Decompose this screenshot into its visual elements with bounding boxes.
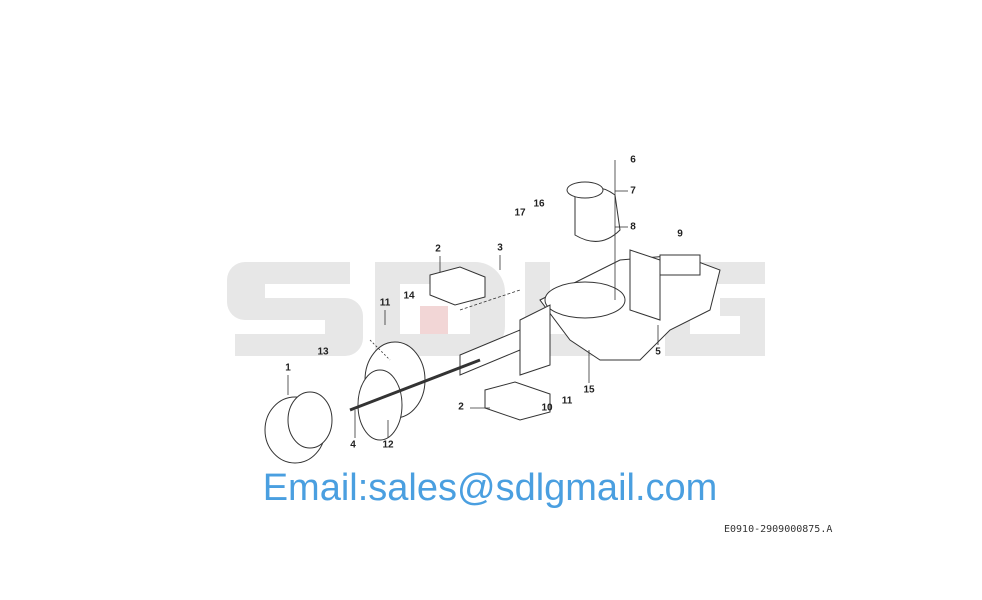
callout-6: 6 xyxy=(630,154,636,166)
callout-14: 14 xyxy=(403,290,415,302)
callout-2: 2 xyxy=(435,243,441,255)
callout-4: 4 xyxy=(350,439,356,451)
leader-lines xyxy=(287,160,659,438)
drawing-code: E0910-2909000875.A xyxy=(724,524,833,535)
callout-9: 9 xyxy=(677,228,683,240)
email-watermark: Email:sales@sdlgmail.com xyxy=(262,467,718,509)
callout-3: 3 xyxy=(497,242,503,254)
callout-1: 1 xyxy=(285,362,291,374)
callout-7: 7 xyxy=(630,185,636,197)
callout-15: 15 xyxy=(583,384,595,396)
callout-11: 11 xyxy=(379,297,391,309)
callout-5: 5 xyxy=(655,346,661,358)
parts xyxy=(264,181,721,464)
callout-2b: 2 xyxy=(458,401,464,413)
callout-13: 13 xyxy=(317,346,329,358)
callout-17: 17 xyxy=(514,207,526,219)
callout-10: 10 xyxy=(541,402,553,414)
callout-16: 16 xyxy=(533,198,545,210)
callout-11b: 11 xyxy=(561,395,573,407)
callout-8: 8 xyxy=(630,221,636,233)
callout-12: 12 xyxy=(382,439,394,451)
